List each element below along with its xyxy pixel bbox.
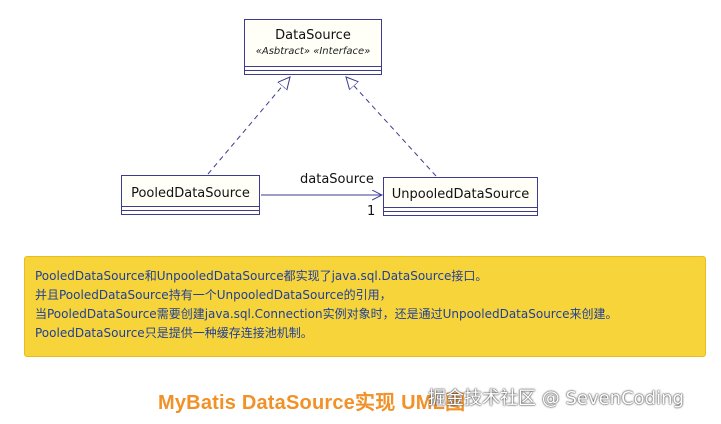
- datasource-stereotype: «Asbtract» «Interface»: [255, 46, 371, 57]
- class-section-divider: [122, 210, 259, 211]
- explanation-note: PooledDataSource和UnpooledDataSource都实现了j…: [24, 256, 706, 357]
- pooled-class-name: PooledDataSource: [131, 186, 250, 201]
- class-section-divider: [122, 206, 259, 207]
- unpooled-class-name: UnpooledDataSource: [391, 187, 530, 202]
- watermark: 掘金技术社区 @ SevenCoding: [428, 388, 684, 409]
- note-line: PooledDataSource和UnpooledDataSource都实现了j…: [35, 269, 488, 283]
- datasource-class-box: DataSource «Asbtract» «Interface»: [244, 19, 382, 75]
- unpooled-class-box: UnpooledDataSource: [383, 177, 538, 216]
- class-section-divider: [245, 66, 381, 67]
- class-section-divider: [384, 207, 537, 208]
- pooled-class-box: PooledDataSource: [121, 175, 260, 215]
- class-section-divider: [384, 211, 537, 212]
- realization-pooled: [207, 77, 290, 175]
- note-line: 并且PooledDataSource持有一个UnpooledDataSource…: [35, 288, 392, 302]
- datasource-class-name: DataSource: [275, 28, 351, 43]
- class-section-divider: [245, 70, 381, 71]
- realization-unpooled: [346, 77, 437, 177]
- association-multiplicity: 1: [367, 204, 376, 219]
- note-line: 当PooledDataSource需要创建java.sql.Connection…: [35, 307, 618, 321]
- note-line: PooledDataSource只是提供一种缓存连接池机制。: [35, 326, 313, 340]
- figure-caption: MyBatis DataSource实现 UML图: [158, 392, 466, 414]
- association-role-label: dataSource: [300, 172, 374, 187]
